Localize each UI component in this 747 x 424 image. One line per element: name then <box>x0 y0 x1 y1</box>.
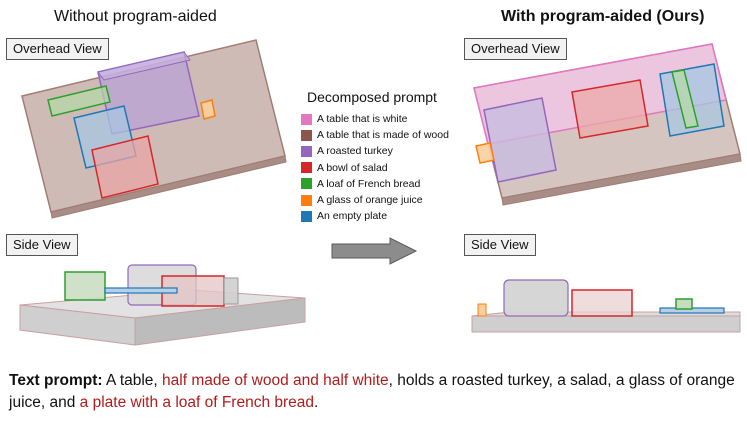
right-salad-box <box>571 79 649 139</box>
side-view-label-right: Side View <box>464 234 536 256</box>
left-side-table-right <box>134 297 306 346</box>
legend-item-label: A bowl of salad <box>317 161 388 174</box>
legend-item: A glass of orange juice <box>301 192 449 208</box>
legend-item-label: A table that is made of wood <box>317 129 449 142</box>
left-wood-table-edge <box>50 155 287 219</box>
right-juice-box <box>475 142 495 164</box>
legend-swatch <box>301 194 312 206</box>
legend-swatch <box>301 210 312 222</box>
legend-item: A roasted turkey <box>301 143 449 159</box>
right-side-table-front <box>471 315 741 333</box>
legend-item-label: A roasted turkey <box>317 145 393 158</box>
right-side-salad <box>571 289 633 317</box>
legend-swatch <box>301 178 312 190</box>
legend-item-label: A table that is white <box>317 113 408 126</box>
text-prompt-label: Text prompt: <box>9 372 103 389</box>
caption-part-1: A table, <box>102 372 163 389</box>
legend-swatch <box>301 113 312 125</box>
legend-item-label: An empty plate <box>317 210 388 223</box>
left-side-glass <box>223 277 239 305</box>
left-side-plate <box>104 287 178 294</box>
side-view-label-left: Side View <box>6 234 78 256</box>
left-salad-box <box>91 135 159 199</box>
legend-title: Decomposed prompt <box>307 89 437 105</box>
right-table-edge <box>501 153 742 206</box>
right-bread-box <box>671 69 699 129</box>
transform-arrow-icon <box>331 237 418 265</box>
legend-item: An empty plate <box>301 208 449 224</box>
left-turkey-box-top <box>97 51 191 81</box>
left-bread-box <box>47 85 111 117</box>
legend-item-label: A loaf of French bread <box>317 177 421 190</box>
left-side-bread <box>64 271 106 301</box>
legend-item-label: A glass of orange juice <box>317 194 423 207</box>
caption-highlight-2: a plate with a loaf of French bread <box>79 394 315 411</box>
overhead-view-label-left: Overhead View <box>6 38 109 60</box>
legend-swatch <box>301 145 312 157</box>
left-juice-box <box>200 99 216 120</box>
legend-item: A table that is white <box>301 111 449 127</box>
legend-item: A table that is made of wood <box>301 127 449 143</box>
title-without-program-aided: Without program-aided <box>54 8 217 25</box>
right-turkey-box <box>483 97 557 183</box>
legend-swatch <box>301 129 312 141</box>
caption-part-3: . <box>314 394 319 411</box>
legend-item: A bowl of salad <box>301 160 449 176</box>
text-prompt-caption: Text prompt: A table, half made of wood … <box>9 370 739 414</box>
overhead-view-label-right: Overhead View <box>464 38 567 60</box>
title-with-program-aided: With program-aided (Ours) <box>501 8 705 25</box>
right-side-glass <box>477 303 487 317</box>
right-side-turkey <box>503 279 569 317</box>
legend-item: A loaf of French bread <box>301 176 449 192</box>
legend-swatch <box>301 162 312 174</box>
caption-part-2: , holds a roasted turkey, a salad, a gla… <box>9 372 735 411</box>
caption-highlight-1: half made of wood and half white <box>162 372 389 389</box>
right-side-bread <box>675 298 693 310</box>
legend-items: A table that is white A table that is mad… <box>301 111 449 224</box>
